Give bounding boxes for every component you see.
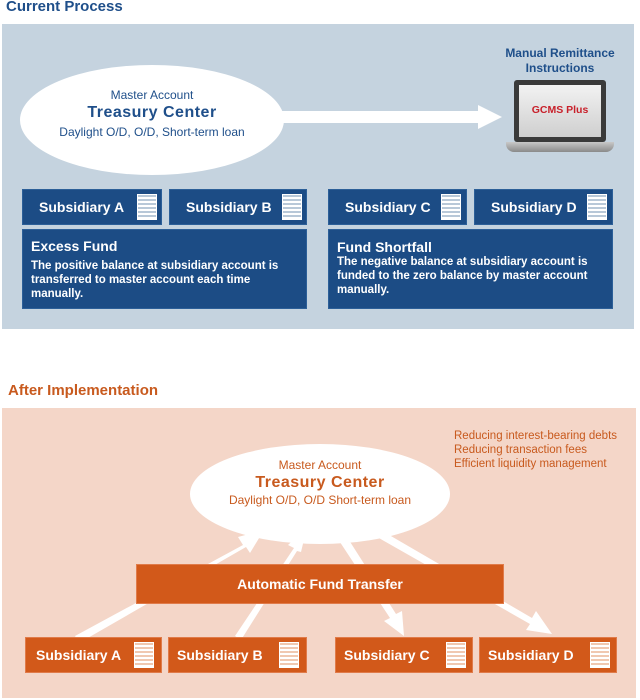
building-icon <box>137 194 157 220</box>
building-icon <box>279 642 299 668</box>
benefit-item: Reducing interest-bearing debts <box>454 430 618 442</box>
fund-shortfall-text: The negative balance at subsidiary accou… <box>337 256 588 296</box>
laptop-base <box>506 142 614 152</box>
fund-shortfall-box: Fund Shortfall The negative balance at s… <box>328 229 613 309</box>
excess-fund-title: Excess Fund <box>31 238 118 254</box>
after-subsidiary-b: Subsidiary B <box>168 637 307 673</box>
benefit-item: Reducing transaction fees <box>454 444 587 456</box>
current-subsidiary-d: Subsidiary D <box>474 189 613 225</box>
after-subsidiary-c: Subsidiary C <box>335 637 473 673</box>
current-master-account-ellipse: Master Account Treasury Center Daylight … <box>20 65 284 175</box>
benefit-item: Efficient liquidity management <box>454 458 607 470</box>
current-subsidiary-b-label: Subsidiary B <box>186 199 272 215</box>
fund-shortfall-title: Fund Shortfall <box>337 239 432 255</box>
laptop-screen: GCMS Plus <box>519 85 601 137</box>
current-subsidiary-c-label: Subsidiary C <box>345 199 431 215</box>
building-icon <box>590 642 610 668</box>
building-icon <box>587 194 607 220</box>
current-treasury-center-label: Treasury Center <box>87 104 217 121</box>
current-subsidiary-c: Subsidiary C <box>328 189 467 225</box>
automatic-fund-transfer-bar: Automatic Fund Transfer <box>136 564 504 604</box>
after-implementation-heading: After Implementation <box>8 382 159 399</box>
after-subsidiary-d-label: Subsidiary D <box>488 647 574 663</box>
current-subsidiary-a: Subsidiary A <box>22 189 162 225</box>
after-subsidiary-b-label: Subsidiary B <box>177 647 263 663</box>
manual-remittance-line2: Instructions <box>525 61 595 75</box>
manual-remittance-line1: Manual Remittance <box>505 46 615 60</box>
after-treasury-center-label: Treasury Center <box>255 474 385 491</box>
current-facility-label: Daylight O/D, O/D, Short-term loan <box>59 125 245 139</box>
building-icon <box>446 642 466 668</box>
after-subsidiary-d: Subsidiary D <box>479 637 617 673</box>
manual-remittance-label: Manual Remittance Instructions <box>490 46 630 76</box>
gcms-plus-label: GCMS Plus <box>531 104 589 116</box>
excess-fund-text: The positive balance at subsidiary accou… <box>31 260 279 300</box>
laptop-screen-frame: GCMS Plus <box>514 80 606 142</box>
after-subsidiary-c-label: Subsidiary C <box>344 647 430 663</box>
building-icon <box>134 642 154 668</box>
current-subsidiary-a-label: Subsidiary A <box>39 199 125 215</box>
manual-remittance-arrow <box>270 105 502 129</box>
current-process-heading: Current Process <box>6 0 123 15</box>
after-master-account-label: Master Account <box>278 458 362 472</box>
after-master-account-ellipse: Master Account Treasury Center Daylight … <box>190 444 450 544</box>
laptop-icon: GCMS Plus <box>506 80 616 160</box>
current-master-account-label: Master Account <box>110 88 194 102</box>
automatic-fund-transfer-label: Automatic Fund Transfer <box>237 576 403 592</box>
after-facility-label: Daylight O/D, O/D Short-term loan <box>228 493 412 507</box>
building-icon <box>282 194 302 220</box>
current-subsidiary-d-label: Subsidiary D <box>491 199 577 215</box>
current-subsidiary-b: Subsidiary B <box>169 189 307 225</box>
after-subsidiary-a: Subsidiary A <box>25 637 162 673</box>
excess-fund-box: Excess Fund The positive balance at subs… <box>22 229 307 309</box>
benefits-list: Reducing interest-bearing debts Reducing… <box>454 429 617 471</box>
building-icon <box>441 194 461 220</box>
after-subsidiary-a-label: Subsidiary A <box>36 647 122 663</box>
